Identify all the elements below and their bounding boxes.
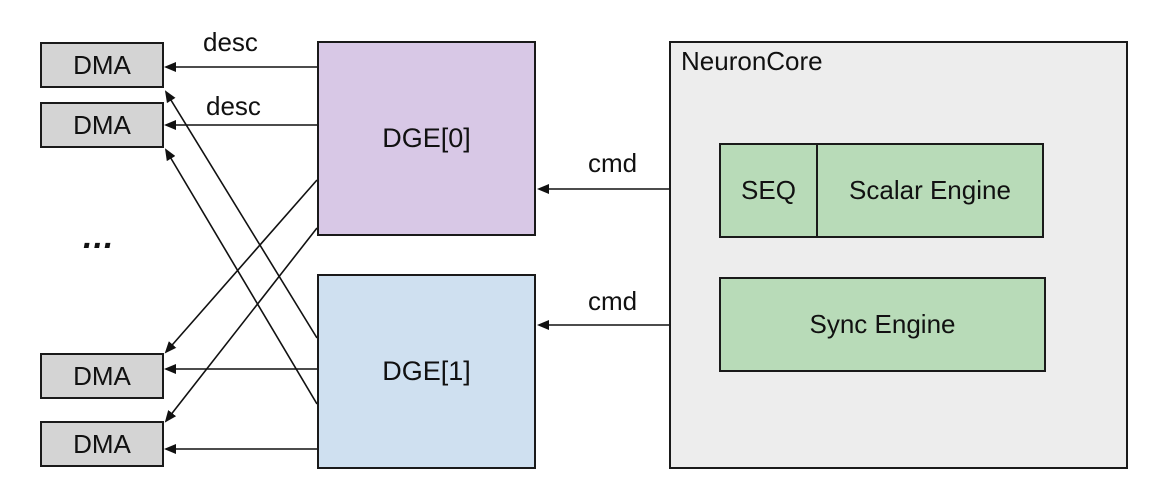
dma-unit-4: DMA	[40, 421, 164, 467]
edge-label-desc-1: desc	[203, 27, 258, 57]
edge-label-cmd-sync: cmd	[588, 286, 638, 316]
dge-0-label: DGE[0]	[382, 123, 471, 153]
scalar-engine: Scalar Engine	[816, 143, 1044, 238]
edge-label-cmd-scalar: cmd	[588, 148, 638, 178]
neuron-core: NeuronCore	[669, 41, 1128, 469]
seq-label: SEQ	[741, 175, 796, 205]
arrow-dge1-to-dma-2	[164, 148, 318, 405]
sync-engine-label: Sync Engine	[809, 309, 956, 339]
dma-unit-2: DMA	[40, 102, 164, 148]
arrow-dge0-to-dma-3	[164, 179, 318, 354]
scalar-engine-label: Scalar Engine	[849, 175, 1011, 205]
edge-label-desc-2: desc	[206, 91, 261, 121]
dma-unit-1: DMA	[40, 42, 164, 88]
arrow-dge1-to-dma-1	[164, 90, 318, 339]
dma-unit-4-label: DMA	[73, 428, 131, 459]
sync-engine: Sync Engine	[719, 277, 1046, 372]
dma-unit-3-label: DMA	[73, 360, 131, 391]
neuron-core-title: NeuronCore	[681, 46, 823, 76]
dge-0: DGE[0]	[317, 41, 536, 236]
dma-unit-1-label: DMA	[73, 49, 131, 80]
dma-unit-3: DMA	[40, 353, 164, 399]
dma-unit-2-label: DMA	[73, 109, 131, 140]
dge-1: DGE[1]	[317, 274, 536, 469]
dge-1-label: DGE[1]	[382, 356, 471, 386]
seq-block: SEQ	[719, 143, 818, 238]
ellipsis: ...	[83, 218, 115, 256]
arrow-dge0-to-dma-4	[164, 227, 318, 423]
